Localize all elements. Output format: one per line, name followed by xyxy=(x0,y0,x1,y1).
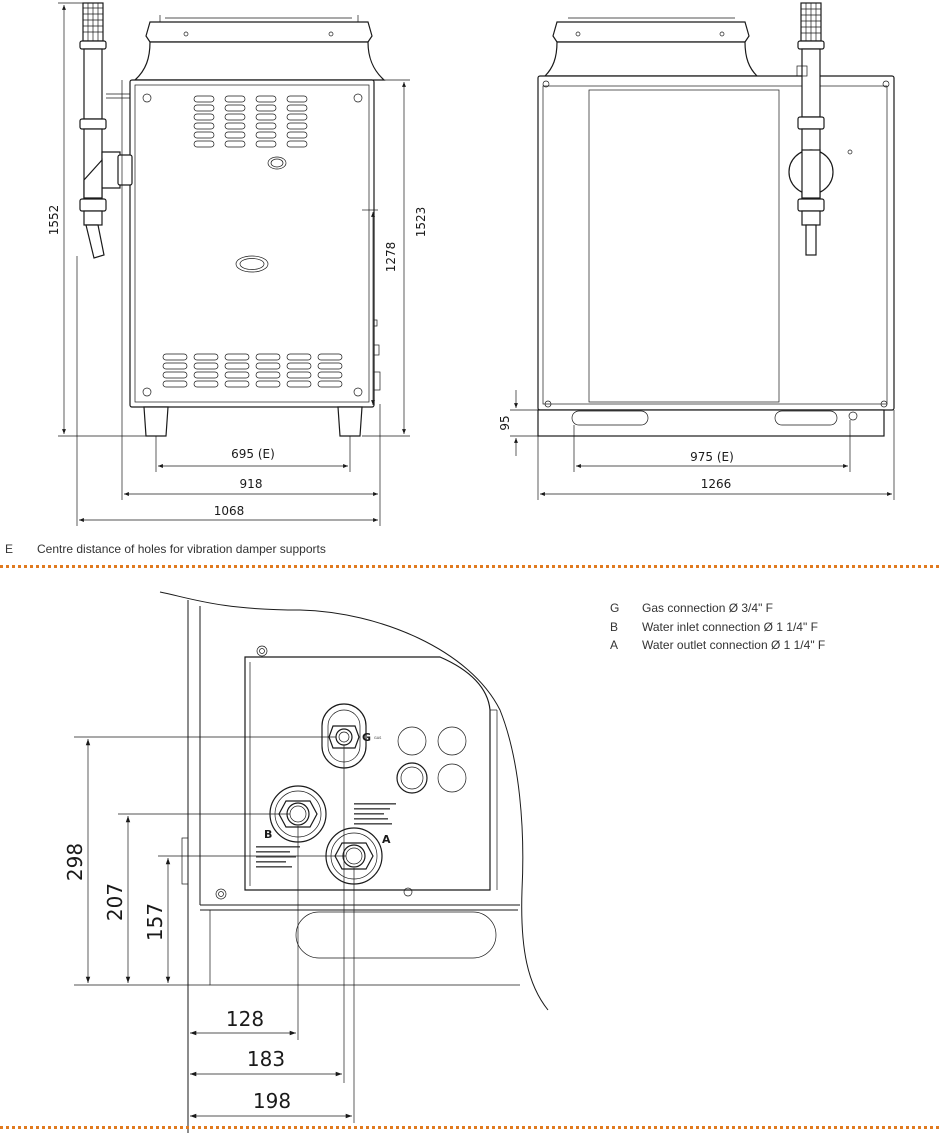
side-view: 95 975 (E) 1266 xyxy=(498,2,895,500)
dim-inlet-height: 207 xyxy=(103,883,127,921)
legend-item-outlet: A Water outlet connection Ø 1 1/4" F xyxy=(610,636,825,655)
legend-key: G xyxy=(610,601,620,615)
front-center-handle xyxy=(235,255,269,273)
detail-dimension-lines xyxy=(74,736,355,1123)
dim-mid-height: 1278 xyxy=(384,242,398,273)
front-foot-right xyxy=(337,406,363,437)
outlet-tag: A xyxy=(382,833,391,846)
front-lower-louvers xyxy=(162,353,343,388)
water-inlet-connection xyxy=(269,785,327,843)
front-flue-pipe xyxy=(79,2,133,259)
detail-view: G GAS B A xyxy=(63,591,549,1133)
separator-top xyxy=(0,565,939,568)
gas-tag: G xyxy=(362,731,371,744)
dim-gas-height: 298 xyxy=(63,843,87,881)
legend-key: A xyxy=(610,638,619,652)
dim-side-hole-distance: 975 (E) xyxy=(690,450,734,464)
legend-text: Water inlet connection Ø 1 1/4" F xyxy=(642,619,818,634)
footnote-text: Centre distance of holes for vibration d… xyxy=(37,542,326,556)
legend-item-gas: G Gas connection Ø 3/4" F xyxy=(610,599,825,618)
dim-total-height: 1552 xyxy=(47,205,61,236)
side-panel xyxy=(588,89,780,403)
side-fan-top xyxy=(543,17,759,77)
dim-inlet-x: 128 xyxy=(226,1007,264,1031)
front-upper-handle xyxy=(267,156,287,170)
dim-outlet-x: 183 xyxy=(247,1047,285,1071)
legend-text: Water outlet connection Ø 1 1/4" F xyxy=(642,638,826,652)
side-flue-pipe xyxy=(788,2,834,256)
connection-legend: G Gas connection Ø 3/4" F B Water inlet co… xyxy=(610,599,825,655)
front-foot-left xyxy=(143,406,169,437)
dim-outlet-height: 157 xyxy=(143,903,167,941)
footnote: E Centre distance of holes for vibration … xyxy=(5,542,326,556)
gas-small-label: GAS xyxy=(374,736,382,740)
dim-gas-x: 198 xyxy=(253,1089,291,1113)
inlet-tag: B xyxy=(264,828,272,841)
dim-overall-width: 1068 xyxy=(214,504,245,518)
gas-connection xyxy=(321,703,367,769)
legend-item-inlet: B Water inlet connection Ø 1 1/4" F xyxy=(610,618,825,637)
side-dimension-lines xyxy=(510,390,895,500)
panel-small-text xyxy=(256,803,396,868)
water-outlet-connection xyxy=(325,827,383,885)
separator-bottom xyxy=(0,1126,939,1129)
dim-base-height: 95 xyxy=(498,415,512,430)
front-view: 1552 1523 1278 695 (E) 918 1068 xyxy=(47,2,428,526)
legend-key: B xyxy=(610,619,619,634)
footnote-key: E xyxy=(5,542,14,556)
side-base xyxy=(537,409,885,437)
front-dimension-lines xyxy=(58,2,410,526)
front-fan-top xyxy=(133,15,386,81)
front-cabinet xyxy=(129,79,375,408)
dim-front-hole-distance: 695 (E) xyxy=(231,447,275,461)
dim-depth: 1266 xyxy=(701,477,732,491)
front-upper-louvers xyxy=(193,95,308,148)
legend-text: Gas connection Ø 3/4" F xyxy=(642,601,773,615)
dim-case-width: 918 xyxy=(240,477,263,491)
side-cabinet xyxy=(537,75,895,411)
dim-case-height: 1523 xyxy=(414,207,428,238)
detail-base-slot xyxy=(295,911,497,959)
